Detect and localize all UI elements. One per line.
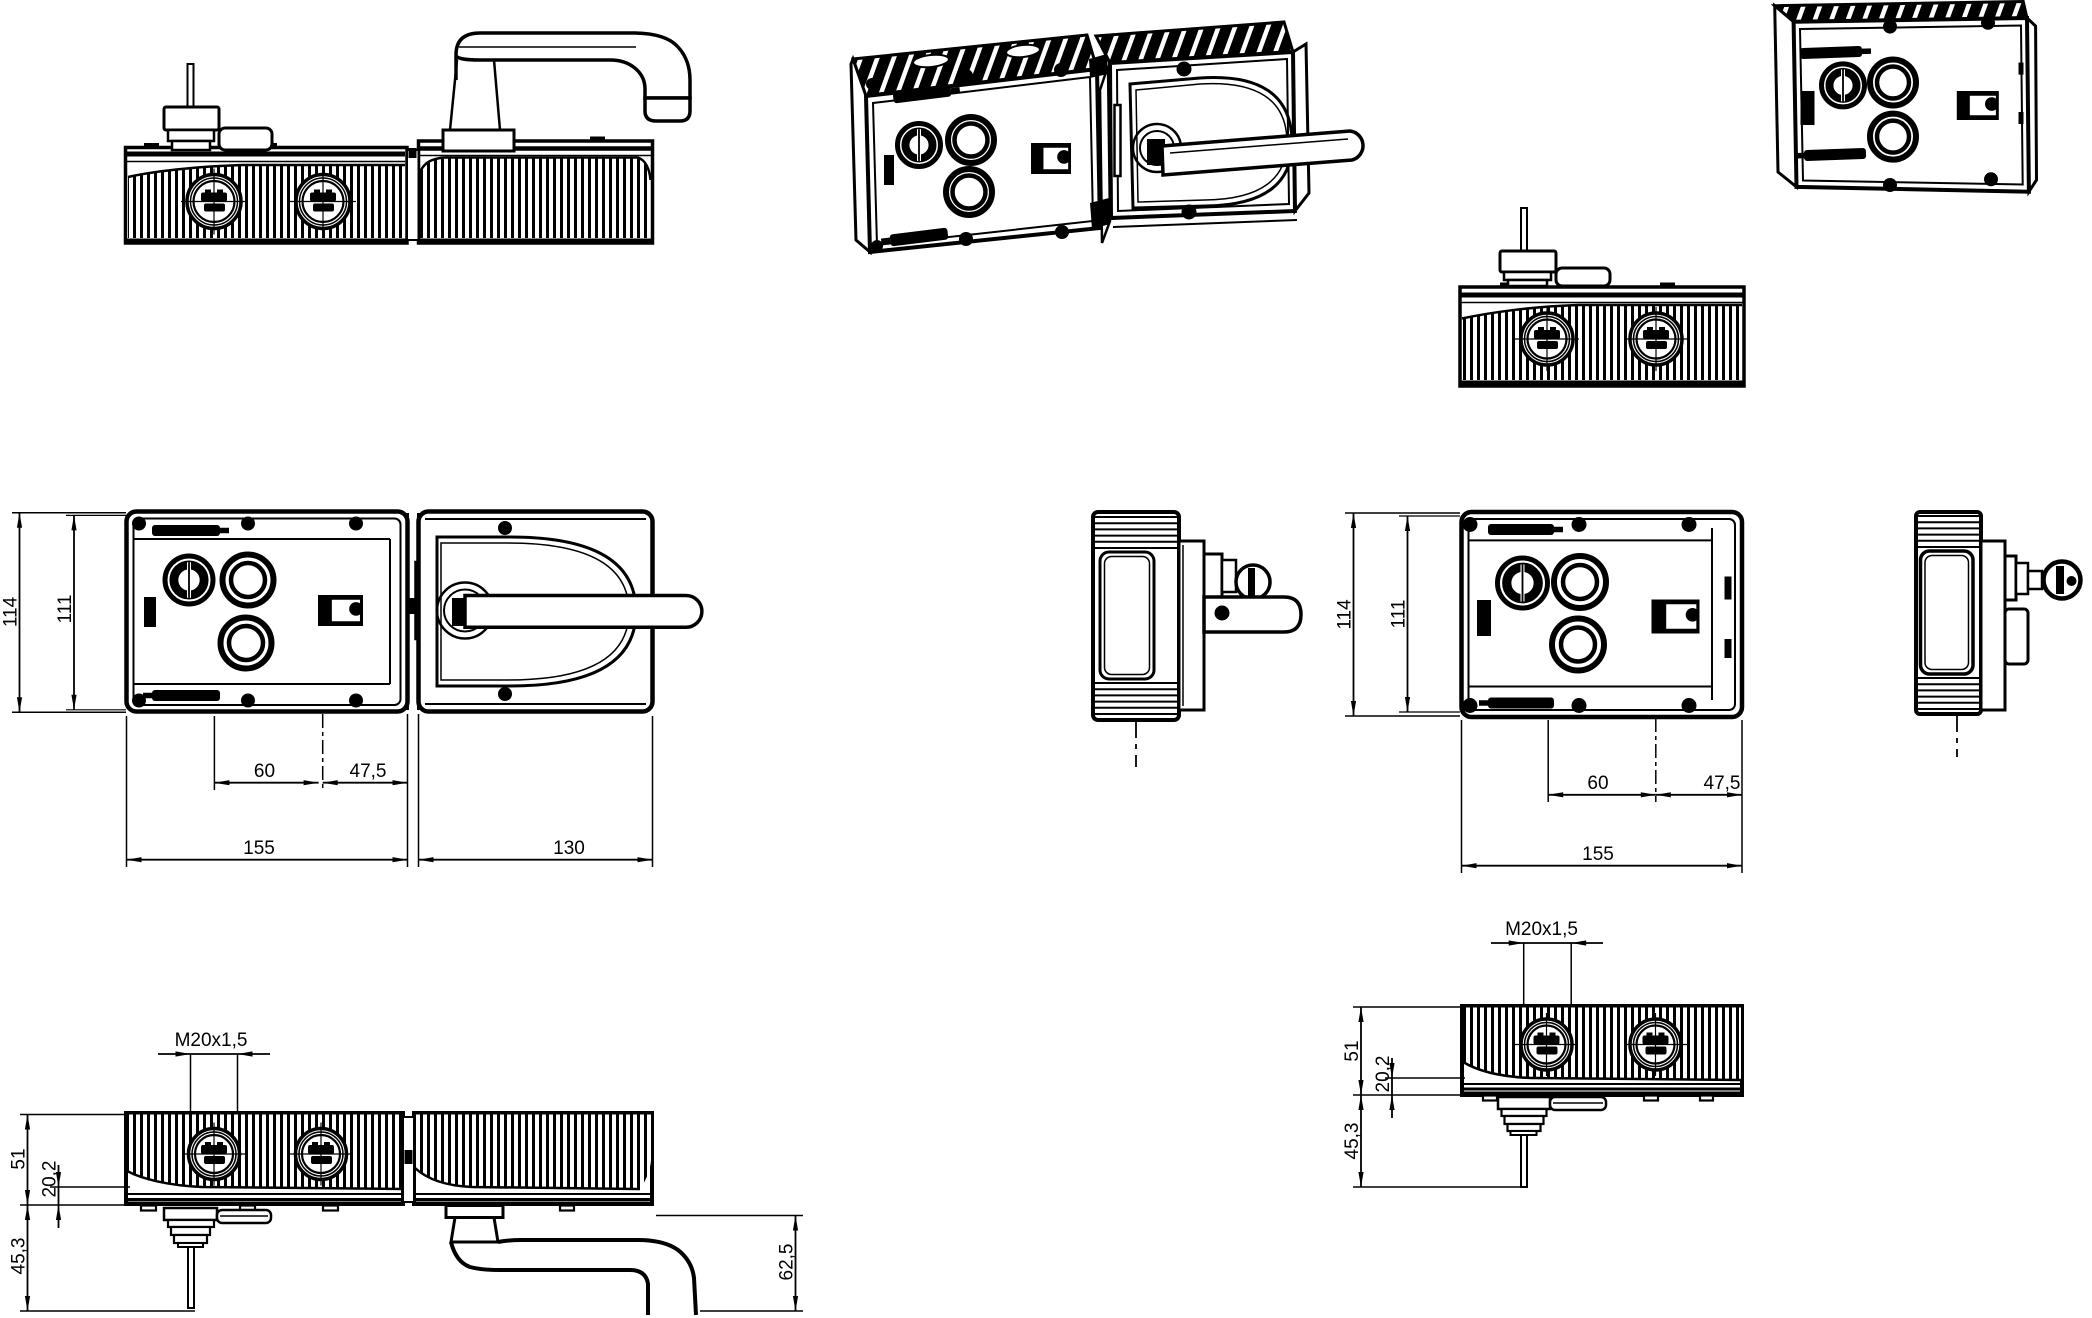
svg-text:M20x1,5: M20x1,5 xyxy=(1505,919,1578,940)
svg-text:60: 60 xyxy=(254,761,275,782)
svg-text:20,2: 20,2 xyxy=(40,1161,61,1198)
svg-text:51: 51 xyxy=(9,1148,30,1169)
svg-text:155: 155 xyxy=(243,838,275,859)
svg-text:47,5: 47,5 xyxy=(1704,773,1741,794)
svg-text:47,5: 47,5 xyxy=(350,761,387,782)
svg-text:45,3: 45,3 xyxy=(1342,1123,1363,1160)
svg-text:114: 114 xyxy=(1,596,22,627)
svg-text:130: 130 xyxy=(553,838,585,859)
svg-text:M20x1,5: M20x1,5 xyxy=(175,1030,248,1051)
svg-text:155: 155 xyxy=(1582,844,1614,865)
svg-text:62,5: 62,5 xyxy=(777,1244,798,1281)
svg-text:20,2: 20,2 xyxy=(1373,1056,1394,1093)
svg-text:111: 111 xyxy=(1389,600,1410,629)
svg-text:111: 111 xyxy=(55,595,76,624)
svg-text:114: 114 xyxy=(1335,599,1356,630)
svg-text:45,3: 45,3 xyxy=(9,1238,30,1275)
svg-text:51: 51 xyxy=(1342,1040,1363,1061)
svg-text:60: 60 xyxy=(1587,773,1608,794)
